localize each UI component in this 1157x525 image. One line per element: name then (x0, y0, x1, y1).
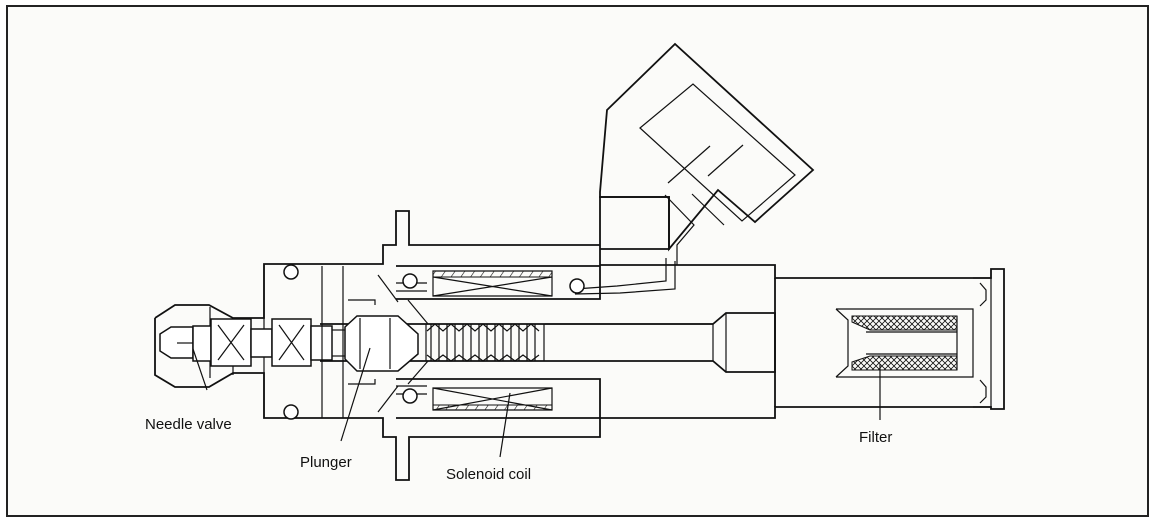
needle-valve-label: Needle valve (145, 416, 232, 433)
filter-housing (774, 277, 992, 408)
lower-coil-chamber (396, 378, 601, 419)
internal-details (283, 264, 429, 420)
needle-valve-leader (192, 348, 208, 391)
needle-valve-assembly (159, 318, 333, 367)
electrical-connector (599, 42, 815, 265)
spring (426, 323, 540, 362)
filter-label: Filter (859, 429, 892, 446)
plunger-label: Plunger (300, 454, 352, 471)
callouts (192, 347, 881, 458)
upper-coil-chamber (396, 265, 601, 300)
diagram-frame (6, 5, 1149, 517)
solenoid-coil-leader (499, 392, 511, 458)
solenoid-coil-label: Solenoid coil (446, 466, 531, 483)
coil-wiring (574, 258, 676, 295)
filter-mesh (851, 315, 958, 371)
plunger-leader (340, 347, 371, 442)
